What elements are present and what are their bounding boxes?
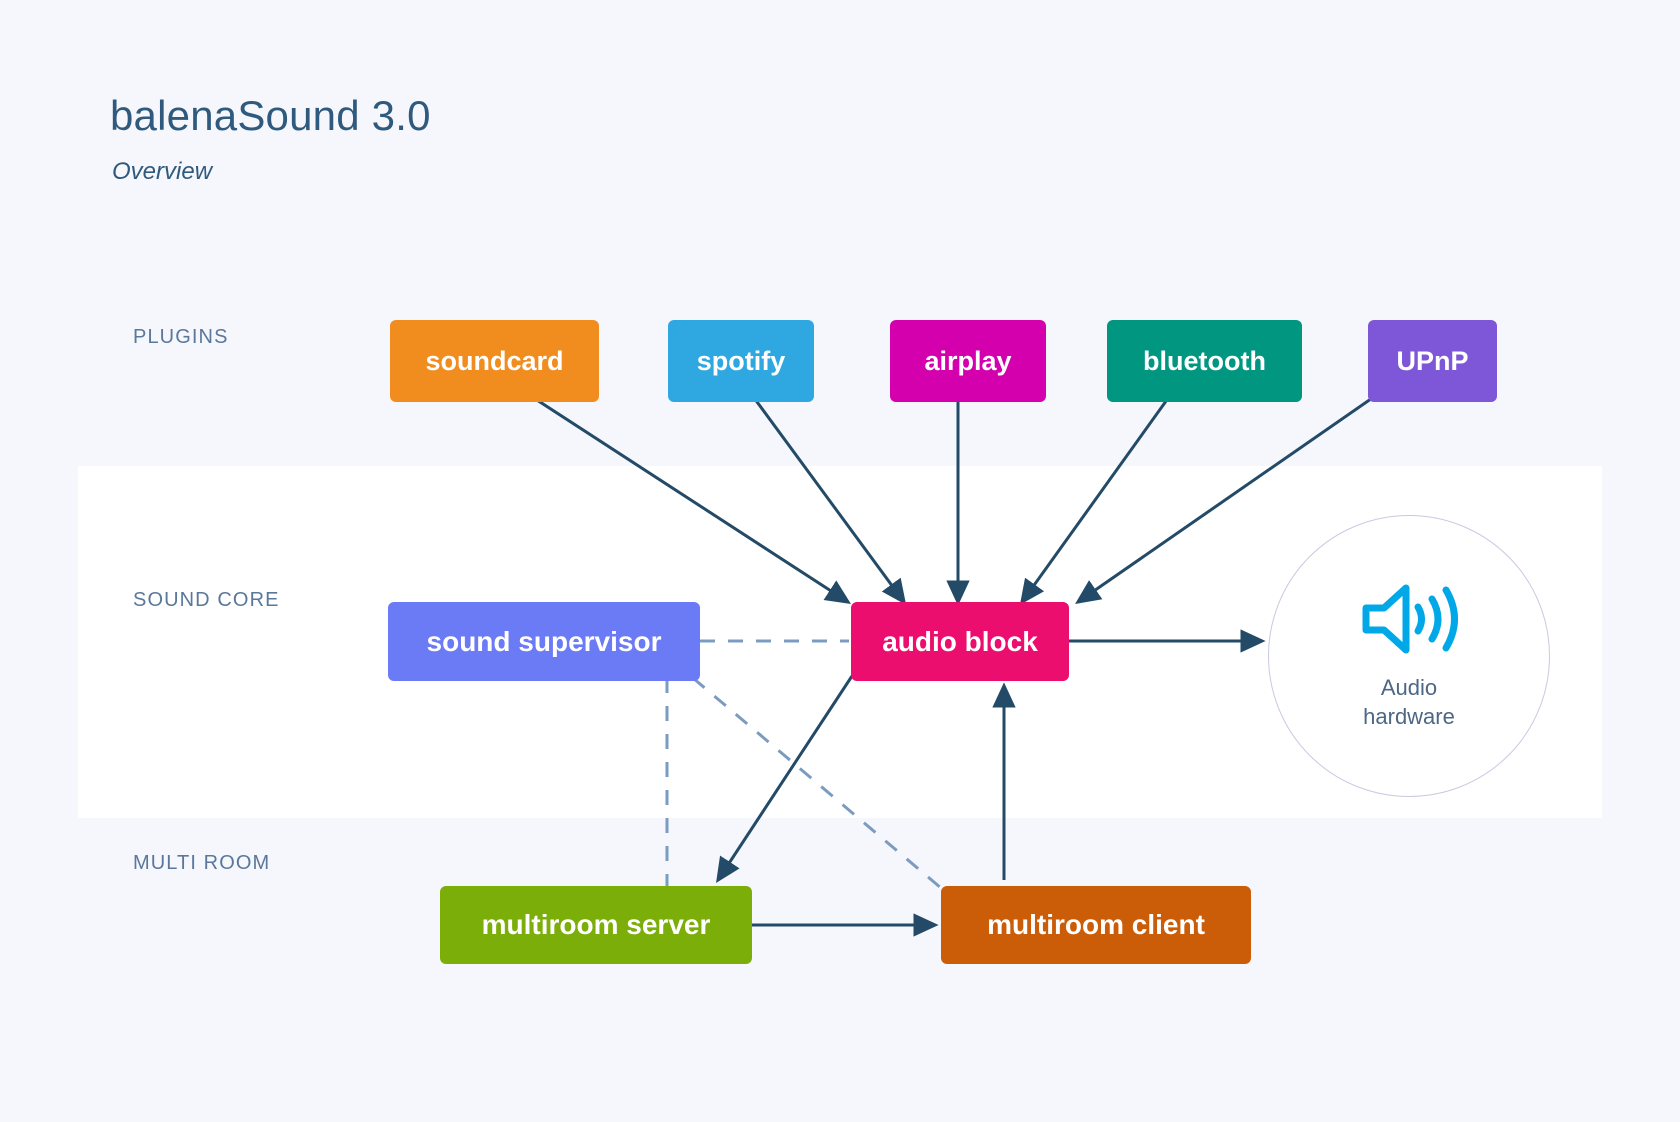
edge-spotify-to-audio-block: [736, 375, 907, 605]
row-label-plugins: PLUGINS: [133, 326, 229, 348]
audio-hardware-caption-line1: Audio: [1380, 674, 1438, 700]
edge-audio-block-to-multiroom-server: [716, 675, 854, 884]
edge-bluetooth-to-audio-block: [1019, 375, 1186, 605]
speaker-volume-icon: [1362, 584, 1458, 654]
node-sound-supervisor[interactable]: sound supervisor: [388, 602, 700, 681]
row-label-sound-core: SOUND CORE: [133, 589, 280, 611]
node-multiroom-server[interactable]: multiroom server: [440, 886, 752, 964]
page-title: balenaSound 3.0: [110, 92, 431, 139]
page-subtitle: Overview: [112, 158, 213, 185]
node-upnp[interactable]: UPnP: [1368, 320, 1497, 402]
node-airplay[interactable]: airplay: [890, 320, 1046, 402]
node-multiroom-client[interactable]: multiroom client: [941, 886, 1251, 964]
node-soundcard[interactable]: soundcard: [390, 320, 599, 402]
node-audio-block[interactable]: audio block: [851, 602, 1069, 681]
audio-hardware-caption-line2: hardware: [1363, 704, 1455, 729]
edge-soundcard-to-audio-block: [499, 374, 852, 604]
node-spotify[interactable]: spotify: [668, 320, 814, 402]
row-label-multi-room: MULTI ROOM: [133, 852, 271, 874]
node-bluetooth[interactable]: bluetooth: [1107, 320, 1302, 402]
audio-hardware-node: Audio hardware: [1268, 515, 1550, 797]
audio-hardware-caption: Audio hardware: [1363, 673, 1455, 732]
edge-upnp-to-audio-block: [1075, 374, 1405, 605]
